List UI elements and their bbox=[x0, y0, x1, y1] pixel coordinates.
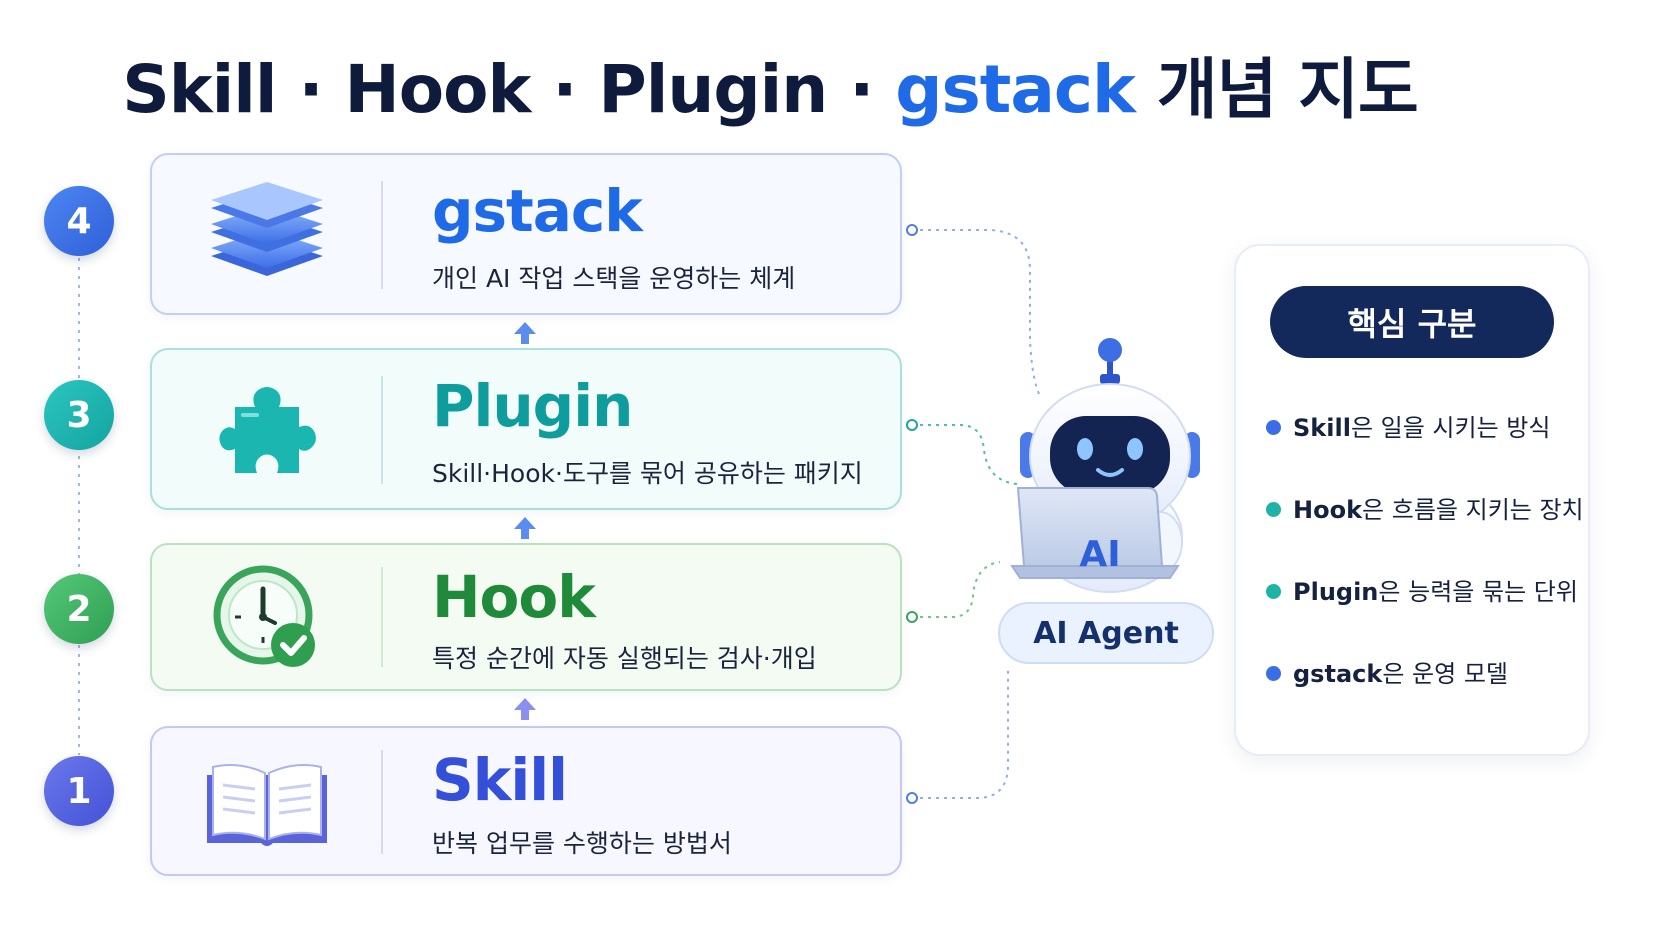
bullet-dot-icon bbox=[1266, 665, 1281, 681]
agent-badge: AI Agent bbox=[998, 602, 1214, 664]
layer-name: Plugin bbox=[432, 372, 633, 440]
bullet-dot-icon bbox=[1266, 583, 1281, 599]
summary-term: Skill bbox=[1293, 414, 1351, 442]
card-divider bbox=[381, 750, 383, 854]
link-hook-node bbox=[906, 611, 918, 623]
layer-number-2: 2 bbox=[44, 574, 114, 644]
summary-text: 은 일을 시키는 방식 bbox=[1350, 414, 1551, 442]
arrow-up-icon bbox=[514, 517, 536, 539]
card-divider bbox=[381, 181, 383, 289]
link-gstack-node bbox=[906, 224, 918, 236]
layer-name: gstack bbox=[432, 177, 643, 245]
summary-item-gstack: gstack은 운영 모델 bbox=[1266, 654, 1508, 689]
summary-text: 은 흐름을 지키는 장치 bbox=[1362, 496, 1584, 524]
layer-number-1: 1 bbox=[44, 756, 114, 826]
card-divider bbox=[381, 376, 383, 484]
layer-card-hook: Hook 특정 순간에 자동 실행되는 검사·개입 bbox=[150, 543, 902, 691]
layer-description: Skill·Hook·도구를 묶어 공유하는 패키지 bbox=[432, 459, 863, 488]
layer-description: 특정 순간에 자동 실행되는 검사·개입 bbox=[432, 644, 817, 673]
page-title: Skill · Hook · Plugin · gstack 개념 지도 bbox=[0, 36, 1540, 132]
summary-term: gstack bbox=[1293, 660, 1383, 688]
summary-term: Hook bbox=[1293, 496, 1363, 524]
arrow-up-icon bbox=[514, 322, 536, 344]
link-plugin-node bbox=[906, 419, 918, 431]
layer-description: 반복 업무를 수행하는 방법서 bbox=[432, 829, 732, 858]
title-part-suffix: 개념 지도 bbox=[1134, 51, 1419, 128]
bullet-dot-icon bbox=[1266, 419, 1281, 435]
bullet-dot-icon bbox=[1266, 501, 1281, 517]
summary-text: 은 운영 모델 bbox=[1382, 660, 1508, 688]
summary-text: 은 능력을 묶는 단위 bbox=[1378, 578, 1578, 606]
layer-number-3: 3 bbox=[44, 380, 114, 450]
title-part-accent: gstack bbox=[895, 51, 1136, 128]
link-plugin-agent bbox=[912, 424, 1019, 485]
layer-number-4: 4 bbox=[44, 186, 114, 256]
card-divider bbox=[381, 567, 383, 667]
robot-icon bbox=[1010, 338, 1200, 593]
summary-title: 핵심 구분 bbox=[1270, 286, 1554, 358]
layer-card-skill: Skill 반복 업무를 수행하는 방법서 bbox=[150, 726, 902, 876]
link-skill-node bbox=[906, 792, 918, 804]
summary-term: Plugin bbox=[1293, 578, 1379, 606]
arrow-up-icon bbox=[514, 698, 536, 720]
summary-panel: 핵심 구분 Skill은 일을 시키는 방식 Hook은 흐름을 지키는 장치 … bbox=[1234, 244, 1590, 756]
summary-item-plugin: Plugin은 능력을 묶는 단위 bbox=[1266, 572, 1578, 607]
laptop-label: AI bbox=[1079, 534, 1121, 575]
layer-name: Skill bbox=[432, 746, 568, 814]
clock-check-icon bbox=[192, 555, 342, 683]
puzzle-piece-icon bbox=[192, 368, 342, 494]
layer-name: Hook bbox=[432, 563, 596, 631]
summary-item-hook: Hook은 흐름을 지키는 장치 bbox=[1266, 490, 1584, 525]
layer-card-plugin: Plugin Skill·Hook·도구를 묶어 공유하는 패키지 bbox=[150, 348, 902, 510]
title-part-main: Skill · Hook · Plugin · bbox=[122, 51, 896, 128]
layer-description: 개인 AI 작업 스택을 운영하는 체계 bbox=[432, 264, 796, 293]
layer-card-gstack: gstack 개인 AI 작업 스택을 운영하는 체계 bbox=[150, 153, 902, 315]
summary-item-skill: Skill은 일을 시키는 방식 bbox=[1266, 408, 1550, 443]
stacked-layers-icon bbox=[192, 169, 342, 301]
link-skill-agent bbox=[912, 670, 1009, 799]
link-hook-agent bbox=[912, 561, 1001, 618]
open-book-icon bbox=[192, 740, 342, 866]
